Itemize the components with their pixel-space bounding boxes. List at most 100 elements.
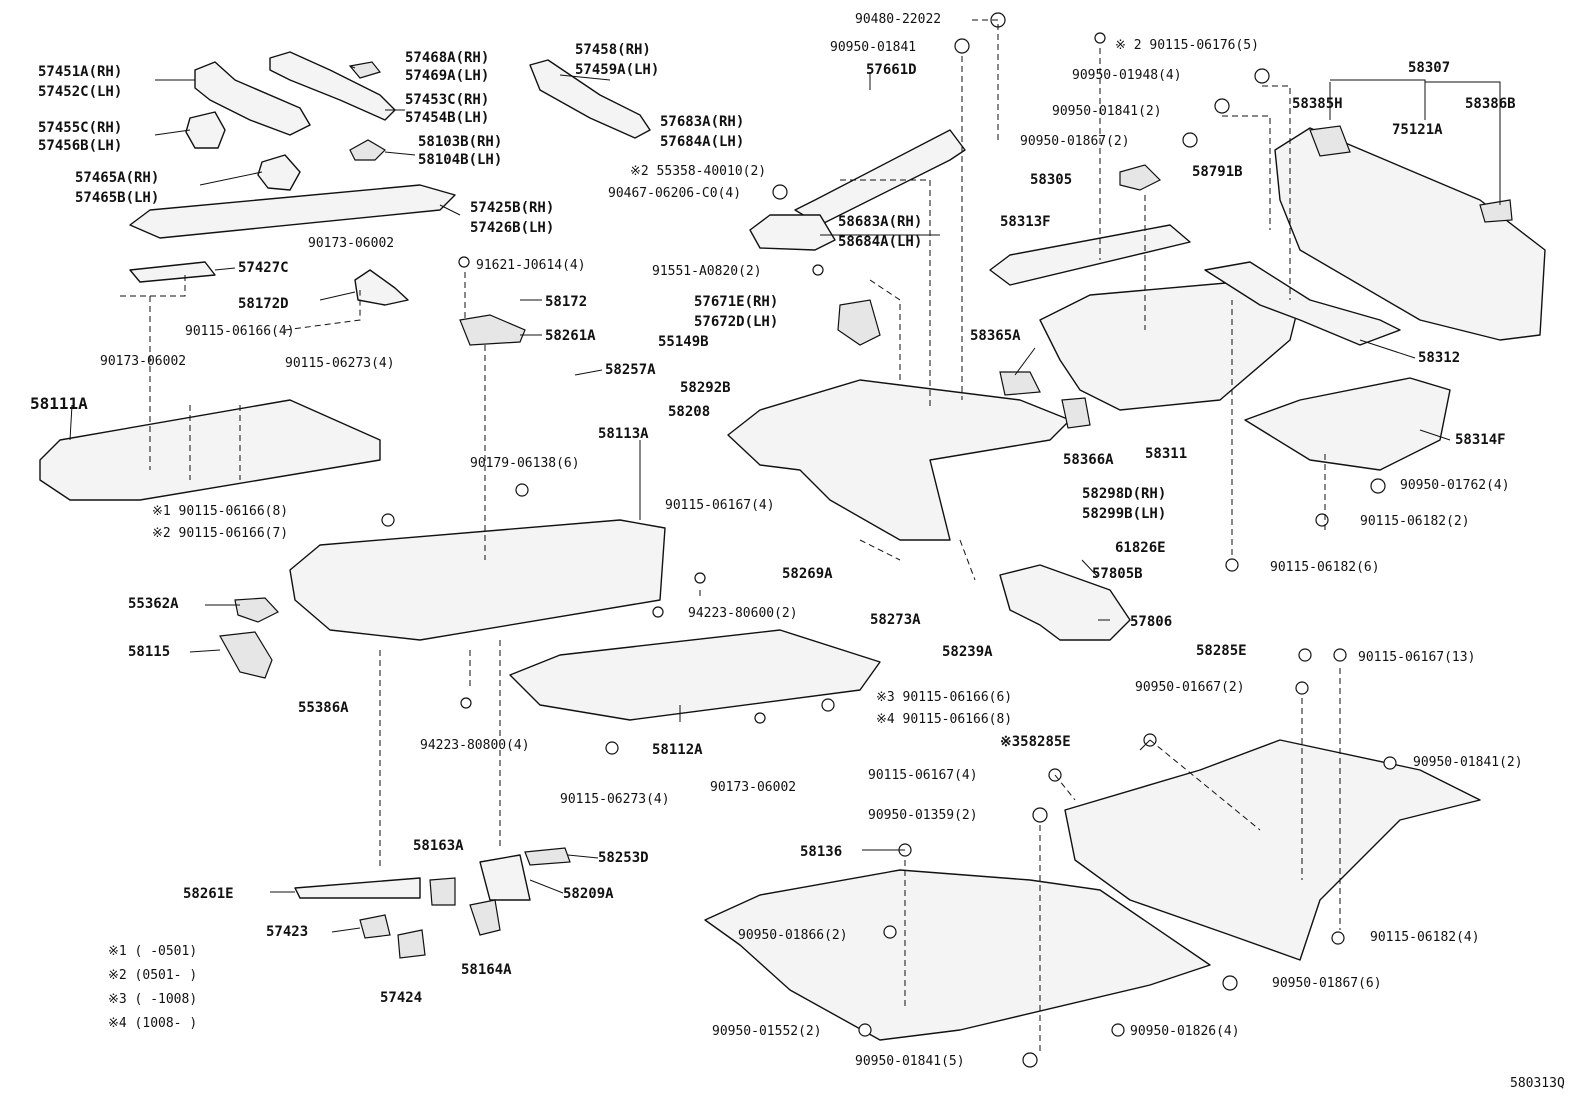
callout-91621-j0614: 91621-J0614(4): [476, 258, 586, 273]
callout-58273a: 58273A: [870, 612, 921, 628]
callout-90115-06166: 90115-06166(4): [185, 324, 295, 339]
callout-90115-06167-a: 90115-06167(4): [665, 498, 775, 513]
callout-57458: 57458(RH): [575, 42, 651, 58]
callout-90950-01867-a: 90950-01867(2): [1020, 134, 1130, 149]
callout-58112a: 58112A: [652, 742, 703, 758]
callout-58115: 58115: [128, 644, 171, 660]
callout-58312: 58312: [1418, 350, 1461, 366]
callout-90950-01826: 90950-01826(4): [1130, 1024, 1240, 1039]
callout-note3-90115-06166: ※3 90115-06166(6): [876, 690, 1013, 705]
callout-58683a: 58683A(RH): [838, 214, 923, 230]
callout-57671e: 57671E(RH): [694, 294, 779, 310]
callout-58261e: 58261E: [183, 886, 234, 902]
callout-58305: 58305: [1030, 172, 1073, 188]
callout-55386a: 55386A: [298, 700, 349, 716]
callout-90950-01841-a: 90950-01841: [830, 40, 917, 55]
callout-58313f: 58313F: [1000, 214, 1051, 230]
callout-58239a: 58239A: [942, 644, 993, 660]
callout-58314f: 58314F: [1455, 432, 1506, 448]
callout-58385h: 58385H: [1292, 96, 1343, 112]
note-1: ※1 ( -0501): [108, 944, 198, 959]
callout-58111a: 58111A: [30, 394, 88, 413]
callout-57424: 57424: [380, 990, 423, 1006]
callout-note2-90115-06176: ※ 2 90115-06176(5): [1115, 38, 1259, 53]
callout-57456b: 57456B(LH): [38, 138, 123, 154]
callout-57423: 57423: [266, 924, 309, 940]
callout-57465b: 57465B(LH): [75, 190, 160, 206]
callout-58269a: 58269A: [782, 566, 833, 582]
callout-57455c: 57455C(RH): [38, 120, 123, 136]
callout-58209a: 58209A: [563, 886, 614, 902]
callout-55362a: 55362A: [128, 596, 179, 612]
callout-57469a: 57469A(LH): [405, 68, 490, 84]
callout-58292b: 58292B: [680, 380, 731, 396]
callout-58253d: 58253D: [598, 850, 649, 866]
front-floor-pans: [39, 314, 881, 721]
center-floor: [727, 129, 1131, 641]
callout-note3-58285e: ※358285E: [1000, 734, 1071, 750]
callout-90467-06206-c0: 90467-06206-C0(4): [608, 186, 742, 201]
callout-58172: 58172: [545, 294, 588, 310]
note-4: ※4 (1008- ): [108, 1016, 198, 1031]
callout-58104b: 58104B(LH): [418, 152, 503, 168]
note-3: ※3 ( -1008): [108, 992, 198, 1007]
diagram-id: 580313Q: [1510, 1076, 1565, 1091]
callout-57465a: 57465A(RH): [75, 170, 160, 186]
callout-58285e: 58285E: [1196, 643, 1247, 659]
callout-55149b: 55149B: [658, 334, 709, 350]
callout-90950-01866: 90950-01866(2): [738, 928, 848, 943]
callout-90115-06273-b: 90115-06273(4): [560, 792, 670, 807]
callout-90115-06167-b: 90115-06167(13): [1358, 650, 1476, 665]
callout-58136: 58136: [800, 844, 843, 860]
callout-note4-90115-06166: ※4 90115-06166(8): [876, 712, 1013, 727]
callout-58172d: 58172D: [238, 296, 289, 312]
callout-90173-06002-b: 90173-06002: [100, 354, 187, 369]
callout-58299b: 58299B(LH): [1082, 506, 1167, 522]
callout-90179-06138: 90179-06138(6): [470, 456, 580, 471]
callout-58257a: 58257A: [605, 362, 656, 378]
callout-57683a: 57683A(RH): [660, 114, 745, 130]
callout-note2-55358-40010: ※2 55358-40010(2): [630, 164, 767, 179]
rear-floor: [989, 125, 1546, 471]
callout-57661d: 57661D: [866, 62, 917, 78]
callout-90115-06273-a: 90115-06273(4): [285, 356, 395, 371]
callout-91551-a0820: 91551-A0820(2): [652, 264, 762, 279]
callout-58684a: 58684A(LH): [838, 234, 923, 250]
callout-58208: 58208: [668, 404, 711, 420]
callout-90173-06002-a: 90173-06002: [308, 236, 395, 251]
callout-90950-01667: 90950-01667(2): [1135, 680, 1245, 695]
callout-90950-01948: 90950-01948(4): [1072, 68, 1182, 83]
callout-90115-06167-c: 90115-06167(4): [868, 768, 978, 783]
callout-58261a: 58261A: [545, 328, 596, 344]
callout-90115-06182-b: 90115-06182(6): [1270, 560, 1380, 575]
callout-58113a: 58113A: [598, 426, 649, 442]
callout-57426b: 57426B(LH): [470, 220, 555, 236]
lower-small-parts: [294, 847, 571, 959]
callout-note2-90115-06166: ※2 90115-06166(7): [152, 526, 289, 541]
callout-57684a: 57684A(LH): [660, 134, 745, 150]
callout-57459a: 57459A(LH): [575, 62, 660, 78]
callout-57427c: 57427C: [238, 260, 289, 276]
callout-57425b: 57425B(RH): [470, 200, 555, 216]
callout-90950-01762: 90950-01762(4): [1400, 478, 1510, 493]
floor-undercovers: [704, 739, 1481, 1041]
callout-57451a: 57451A(RH): [38, 64, 123, 80]
callout-94223-80600: 94223-80600(2): [688, 606, 798, 621]
callout-57468a: 57468A(RH): [405, 50, 490, 66]
callout-61826e: 61826E: [1115, 540, 1166, 556]
callout-58298d: 58298D(RH): [1082, 486, 1167, 502]
callout-90950-01841-d: 90950-01841(5): [855, 1054, 965, 1069]
callout-90950-01359: 90950-01359(2): [868, 808, 978, 823]
callout-90950-01841-b: 90950-01841(2): [1052, 104, 1162, 119]
callout-note1-90115-06166: ※1 90115-06166(8): [152, 504, 289, 519]
callout-58103b: 58103B(RH): [418, 134, 503, 150]
callout-94223-80800: 94223-80800(4): [420, 738, 530, 753]
leader-lines: [69, 19, 1501, 1055]
callout-58365a: 58365A: [970, 328, 1021, 344]
callout-57453c: 57453C(RH): [405, 92, 490, 108]
callout-57805b: 57805B: [1092, 566, 1143, 582]
callout-58163a: 58163A: [413, 838, 464, 854]
callout-90480-22022: 90480-22022: [855, 12, 942, 27]
